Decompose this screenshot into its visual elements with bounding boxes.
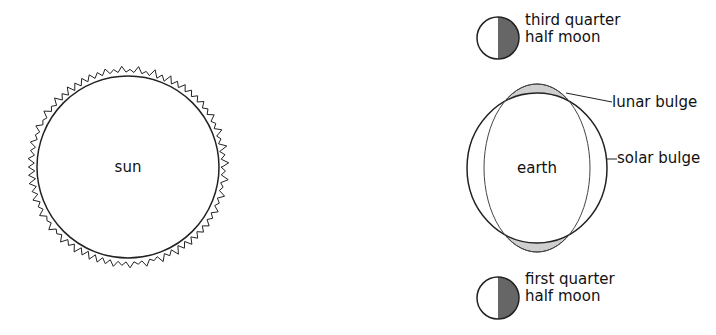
node-label: earth <box>517 160 557 177</box>
sun-circle: sun <box>36 75 220 259</box>
moon-label: third quarter half moon <box>525 12 645 46</box>
node-label: sun <box>115 159 142 176</box>
bulge-label: lunar bulge <box>612 94 712 111</box>
bulge-label: solar bulge <box>617 150 712 167</box>
sun-corona <box>28 66 229 267</box>
moon-label: first quarter half moon <box>525 271 645 305</box>
earth-circle: earth <box>466 83 608 253</box>
leader-line <box>566 93 612 102</box>
first-quarter-moon <box>477 277 519 319</box>
leader-line <box>607 159 617 160</box>
third-quarter-moon <box>477 17 519 59</box>
